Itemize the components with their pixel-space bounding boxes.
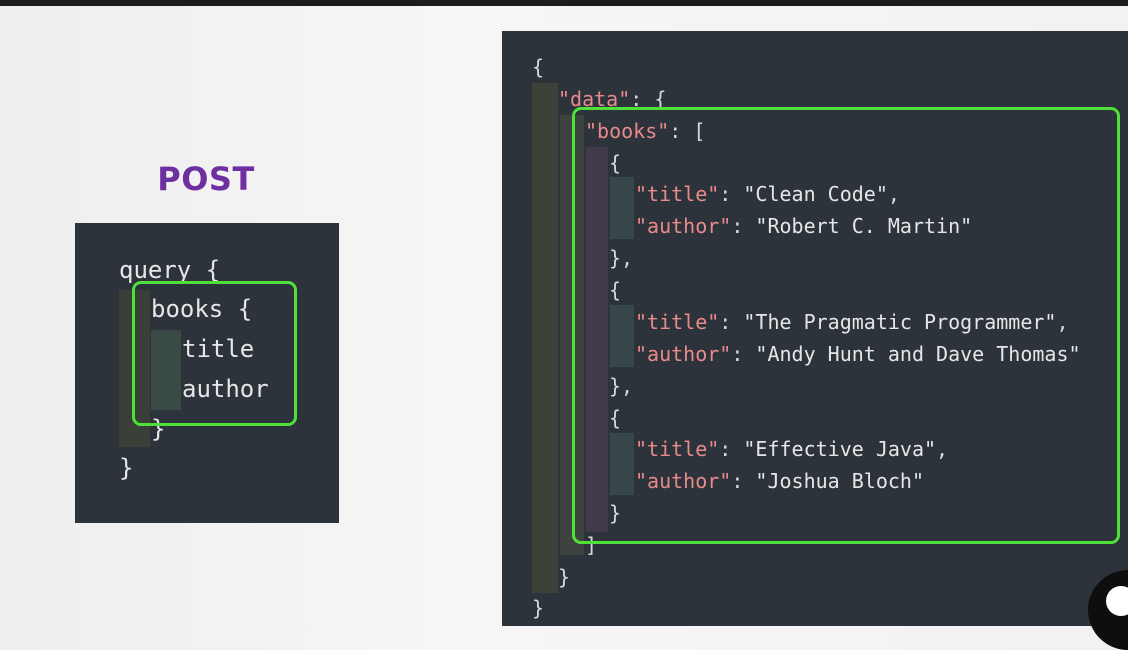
brace: } — [532, 596, 545, 620]
query-line: query { — [119, 256, 221, 284]
query-line: } — [119, 454, 134, 482]
punctuation: : — [731, 469, 756, 493]
json-line: "books": [ — [585, 118, 705, 144]
json-line: "title": "Clean Code", — [635, 181, 900, 207]
json-key: "title" — [635, 310, 720, 334]
brace: } — [558, 565, 571, 589]
brace: } — [609, 501, 622, 525]
brace: { — [532, 55, 545, 79]
json-line: "title": "Effective Java", — [635, 436, 948, 462]
punctuation: , — [887, 182, 900, 206]
brace: { — [609, 151, 622, 175]
json-key: "books" — [585, 119, 670, 143]
json-line: "author": "Andy Hunt and Dave Thomas" — [635, 341, 1081, 367]
json-key: "author" — [635, 342, 732, 366]
query-highlight-box — [132, 281, 297, 426]
indent-guide — [610, 433, 634, 495]
json-line: "title": "The Pragmatic Programmer", — [635, 309, 1069, 335]
top-bar — [0, 0, 1128, 6]
punctuation: : — [731, 214, 756, 238]
json-value: "Effective Java" — [743, 437, 937, 461]
json-line: }, — [609, 373, 633, 399]
punctuation: : — [719, 182, 744, 206]
punctuation: : { — [630, 87, 667, 111]
json-line: } — [558, 564, 570, 590]
json-value: "Andy Hunt and Dave Thomas" — [755, 342, 1081, 366]
punctuation: : — [719, 437, 744, 461]
indent-guide — [610, 305, 634, 367]
json-line: "author": "Robert C. Martin" — [635, 213, 972, 239]
json-key: "author" — [635, 469, 732, 493]
punctuation: , — [1056, 310, 1069, 334]
query-field: author — [182, 375, 269, 403]
punctuation: : — [719, 310, 744, 334]
brace: }, — [609, 246, 634, 270]
indent-guide — [532, 83, 558, 593]
json-key: "author" — [635, 214, 732, 238]
json-value: "Joshua Bloch" — [755, 469, 924, 493]
query-line: books { — [151, 295, 253, 323]
json-key: "title" — [635, 182, 720, 206]
json-line: { — [609, 405, 621, 431]
bracket: ] — [585, 533, 598, 557]
json-value: "The Pragmatic Programmer" — [743, 310, 1057, 334]
json-line: { — [609, 277, 621, 303]
punctuation: : — [731, 342, 756, 366]
indent-guide — [610, 177, 634, 239]
indent-guide — [151, 330, 181, 410]
json-line: }, — [609, 245, 633, 271]
brace: }, — [609, 374, 634, 398]
json-value: "Clean Code" — [743, 182, 888, 206]
brace: { — [609, 406, 622, 430]
punctuation: , — [936, 437, 949, 461]
indent-guide — [586, 147, 608, 532]
json-line: { — [532, 54, 544, 80]
query-field: title — [182, 335, 255, 363]
query-line: } — [151, 415, 166, 443]
punctuation: : [ — [669, 119, 706, 143]
json-line: { — [609, 150, 621, 176]
response-highlight-box — [572, 107, 1120, 544]
json-line: ] — [585, 532, 597, 558]
json-value: "Robert C. Martin" — [755, 214, 973, 238]
json-key: "title" — [635, 437, 720, 461]
json-line: } — [609, 500, 621, 526]
json-response-panel: { "data": { "books": [ { "title": "Clean… — [502, 31, 1128, 626]
http-method-label: POST — [157, 160, 255, 198]
json-line: "author": "Joshua Bloch" — [635, 468, 924, 494]
brace: { — [609, 278, 622, 302]
json-line: } — [532, 595, 544, 621]
